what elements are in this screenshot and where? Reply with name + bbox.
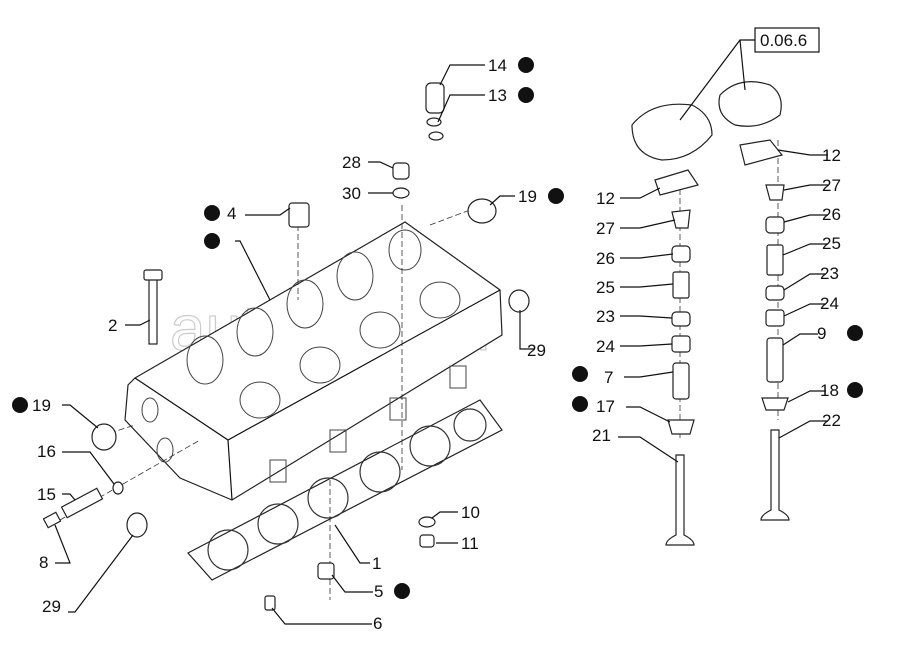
part-29-plug-left	[126, 512, 148, 538]
label-18: 18	[820, 381, 839, 400]
label-28: 28	[342, 153, 361, 172]
part-19-plug	[467, 198, 497, 224]
label-26-exhaust: 26	[822, 205, 841, 224]
head-gasket	[187, 399, 503, 581]
label-16: 16	[37, 442, 56, 461]
label-10: 10	[461, 503, 480, 522]
label-17: 17	[596, 397, 615, 416]
bullet-markers	[12, 57, 863, 599]
valve-train-exhaust	[718, 81, 790, 521]
label-12-intake: 12	[596, 189, 615, 208]
cylinder-head	[124, 221, 503, 501]
label-24-exhaust: 24	[820, 294, 839, 313]
part-14-injector-sleeve	[425, 82, 445, 114]
part-10-washer	[418, 516, 436, 528]
label-27-exhaust: 27	[822, 176, 841, 195]
label-23-exhaust: 23	[820, 264, 839, 283]
reference-label[interactable]: 0.06.6	[760, 31, 807, 50]
label-29-left: 29	[42, 597, 61, 616]
part-11-plug	[419, 534, 435, 548]
label-24-intake: 24	[596, 337, 615, 356]
label-19-left: 19	[32, 396, 51, 415]
part-4-bushing	[288, 202, 310, 228]
label-9: 9	[817, 324, 826, 343]
valve-train-intake	[631, 103, 713, 546]
part-2-bolt	[148, 275, 158, 345]
label-19: 19	[518, 187, 537, 206]
label-26-intake: 26	[596, 249, 615, 268]
label-8: 8	[39, 553, 48, 572]
label-4: 4	[227, 204, 236, 223]
label-5: 5	[374, 582, 383, 601]
label-22: 22	[822, 411, 841, 430]
part-15-sleeve	[60, 487, 104, 519]
label-27-intake: 27	[596, 219, 615, 238]
label-6: 6	[373, 614, 382, 633]
part-19-plug-left	[91, 423, 117, 451]
part-28-plug	[392, 162, 410, 180]
label-25-intake: 25	[596, 278, 615, 297]
label-1: 1	[372, 554, 381, 573]
part-30-washer	[392, 187, 410, 199]
label-29: 29	[527, 341, 546, 360]
label-12-exhaust: 12	[822, 146, 841, 165]
part-29-plug	[508, 289, 530, 313]
label-2: 2	[108, 316, 117, 335]
label-14: 14	[488, 56, 507, 75]
part-16-ring	[112, 481, 124, 495]
part-8-fitting	[42, 511, 62, 529]
label-11: 11	[461, 534, 479, 553]
part-5-dowel	[317, 562, 335, 580]
label-25-exhaust: 25	[822, 234, 841, 253]
label-13: 13	[488, 86, 507, 105]
label-7: 7	[604, 368, 613, 387]
part-labels: 14 13 28 30 19 4 2 29 19 16 15 8 29 1 5 …	[32, 56, 841, 633]
label-23-intake: 23	[596, 307, 615, 326]
label-21: 21	[592, 426, 611, 445]
label-15: 15	[37, 485, 56, 504]
label-30: 30	[342, 184, 361, 203]
part-6-dowel	[264, 595, 276, 611]
